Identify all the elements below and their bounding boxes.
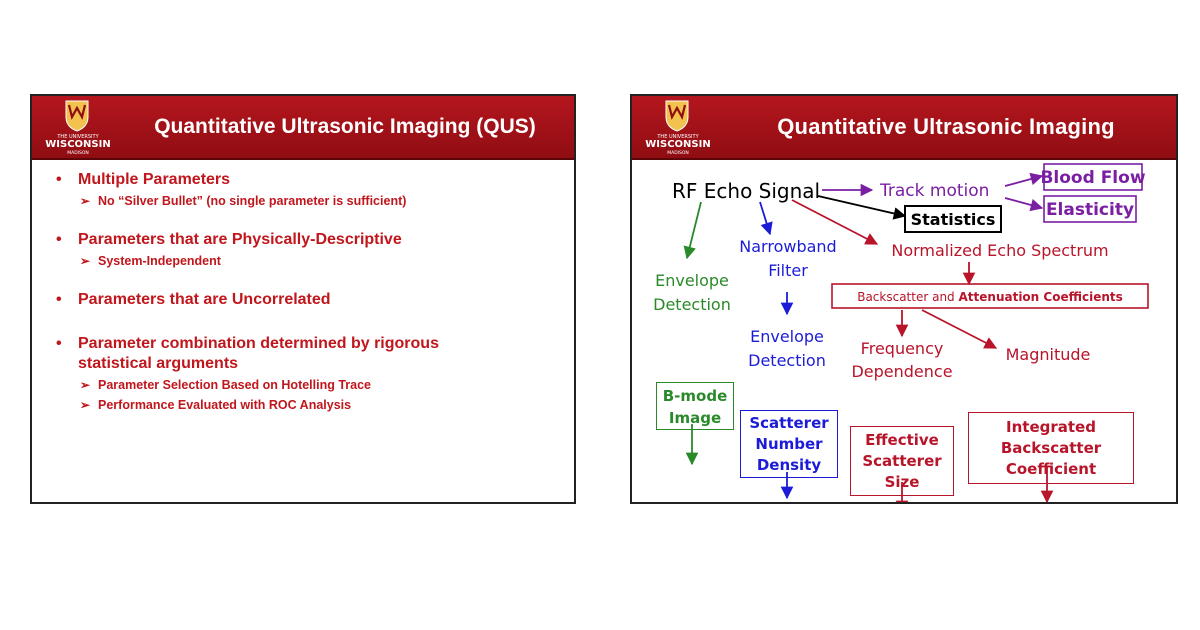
svg-text:THE UNIVERSITY: THE UNIVERSITY: [56, 134, 99, 140]
scatterer-line2: Number: [755, 435, 823, 453]
sub-bullet-item: No “Silver Bullet” (no single parameter …: [52, 192, 560, 210]
arrow-rf-to-normalized: [791, 199, 879, 245]
scatterer-line3: Density: [756, 456, 822, 474]
bullet-group-1: Multiple Parameters No “Silver Bullet” (…: [52, 170, 560, 210]
bmode-line1: B-mode: [662, 387, 728, 405]
node-rf-echo-signal: RF Echo Signal: [672, 179, 820, 203]
box-bmode-image: B-mode Image: [656, 382, 734, 430]
svg-text:WISCONSIN: WISCONSIN: [645, 139, 710, 150]
box-blood-flow: [1043, 163, 1143, 191]
node-elasticity: Elasticity: [1046, 200, 1134, 220]
slide-header: THE UNIVERSITY WISCONSIN MADISON Quantit…: [32, 96, 574, 160]
integrated-line1: Integrated: [1006, 418, 1096, 436]
svg-text:MADISON: MADISON: [67, 150, 89, 156]
backscatter-label: Backscatter and: [857, 290, 958, 304]
effective-line1: Effective: [865, 431, 939, 449]
bullet-list: Multiple Parameters No “Silver Bullet” (…: [52, 170, 560, 434]
flow-arrows: [683, 172, 1054, 502]
bullet-group-4: Parameter combination determined by rigo…: [52, 334, 560, 414]
scatterer-line1: Scatterer: [749, 414, 829, 432]
node-blood-flow: Blood Flow: [1040, 168, 1145, 188]
arrow-track-to-bloodflow: [1004, 172, 1044, 187]
svg-text:THE UNIVERSITY: THE UNIVERSITY: [656, 134, 699, 140]
diagram-labels: RF Echo Signal Track motion Blood Flow E…: [653, 168, 1146, 381]
node-envelope-detection-1-line1: Envelope: [655, 271, 729, 290]
university-logo: THE UNIVERSITY WISCONSIN MADISON: [645, 100, 711, 156]
box-statistics: [904, 205, 1002, 233]
node-backscatter-attenuation: Backscatter and Attenuation Coefficients: [857, 290, 1123, 304]
slide-title: Quantitative Ultrasonic Imaging: [777, 114, 1115, 139]
node-track-motion: Track motion: [879, 181, 989, 201]
bullet-item: Parameters that are Uncorrelated: [52, 290, 560, 310]
box-scatterer-number-density: Scatterer Number Density: [740, 410, 838, 478]
node-envelope-detection-2-line2: Detection: [748, 351, 826, 370]
integrated-line3: Coefficient: [1005, 460, 1097, 478]
arrow-rf-to-envelope1: [683, 201, 702, 260]
node-frequency-dependence-line2: Dependence: [851, 362, 952, 381]
box-backscatter-attenuation: [831, 283, 1149, 309]
node-envelope-detection-2-line1: Envelope: [750, 327, 824, 346]
qus-flow-diagram: RF Echo Signal Track motion Blood Flow E…: [653, 163, 1149, 502]
effective-line2: Scatterer: [862, 452, 942, 470]
svg-text:WISCONSIN: WISCONSIN: [45, 139, 110, 150]
node-narrowband-line2: Filter: [768, 261, 808, 280]
node-envelope-detection-1-line2: Detection: [653, 295, 731, 314]
arrow-rf-to-narrowband: [759, 201, 773, 236]
sub-bullet-item: Performance Evaluated with ROC Analysis: [52, 396, 560, 414]
slide-header: THE UNIVERSITY WISCONSIN MADISON Quantit…: [632, 96, 1176, 160]
bullet-group-2: Parameters that are Physically-Descripti…: [52, 230, 560, 270]
university-logo: THE UNIVERSITY WISCONSIN MADISON: [45, 100, 111, 156]
integrated-line2: Backscatter: [1000, 439, 1102, 457]
node-narrowband-line1: Narrowband: [739, 237, 836, 256]
bullet-item: Parameter combination determined by rigo…: [52, 334, 560, 374]
box-integrated-backscatter-coefficient: Integrated Backscatter Coefficient: [968, 412, 1134, 484]
node-statistics: Statistics: [911, 210, 996, 229]
node-magnitude: Magnitude: [1006, 345, 1091, 364]
arrow-track-to-elasticity: [1004, 197, 1044, 212]
box-effective-scatterer-size: Effective Scatterer Size: [850, 426, 954, 496]
slide-title: Quantitative Ultrasonic Imaging (QUS): [154, 115, 536, 138]
arrow-rf-to-statistics: [817, 195, 907, 220]
node-normalized-echo-spectrum: Normalized Echo Spectrum: [891, 241, 1108, 260]
sub-bullet-item: System-Independent: [52, 252, 560, 270]
bmode-line2: Image: [668, 409, 722, 427]
bullet-text-line2: statistical arguments: [78, 355, 239, 372]
attenuation-label: Attenuation Coefficients: [959, 290, 1123, 304]
bullet-item: Parameters that are Physically-Descripti…: [52, 230, 560, 250]
box-elasticity: [1043, 195, 1137, 223]
bullet-text-line1: Parameter combination determined by rigo…: [78, 335, 439, 352]
bullet-item: Multiple Parameters: [52, 170, 560, 190]
slide-qus-overview: THE UNIVERSITY WISCONSIN MADISON Quantit…: [30, 94, 576, 504]
arrow-backscatter-to-magnitude: [921, 309, 998, 349]
diagram-boxes: [831, 163, 1149, 309]
node-frequency-dependence-line1: Frequency: [861, 339, 944, 358]
effective-line3: Size: [884, 473, 920, 491]
sub-bullet-item: Parameter Selection Based on Hotelling T…: [52, 376, 560, 394]
slide-qus-diagram: THE UNIVERSITY WISCONSIN MADISON Quantit…: [630, 94, 1178, 504]
bullet-group-3: Parameters that are Uncorrelated: [52, 290, 560, 310]
svg-text:MADISON: MADISON: [667, 150, 689, 156]
